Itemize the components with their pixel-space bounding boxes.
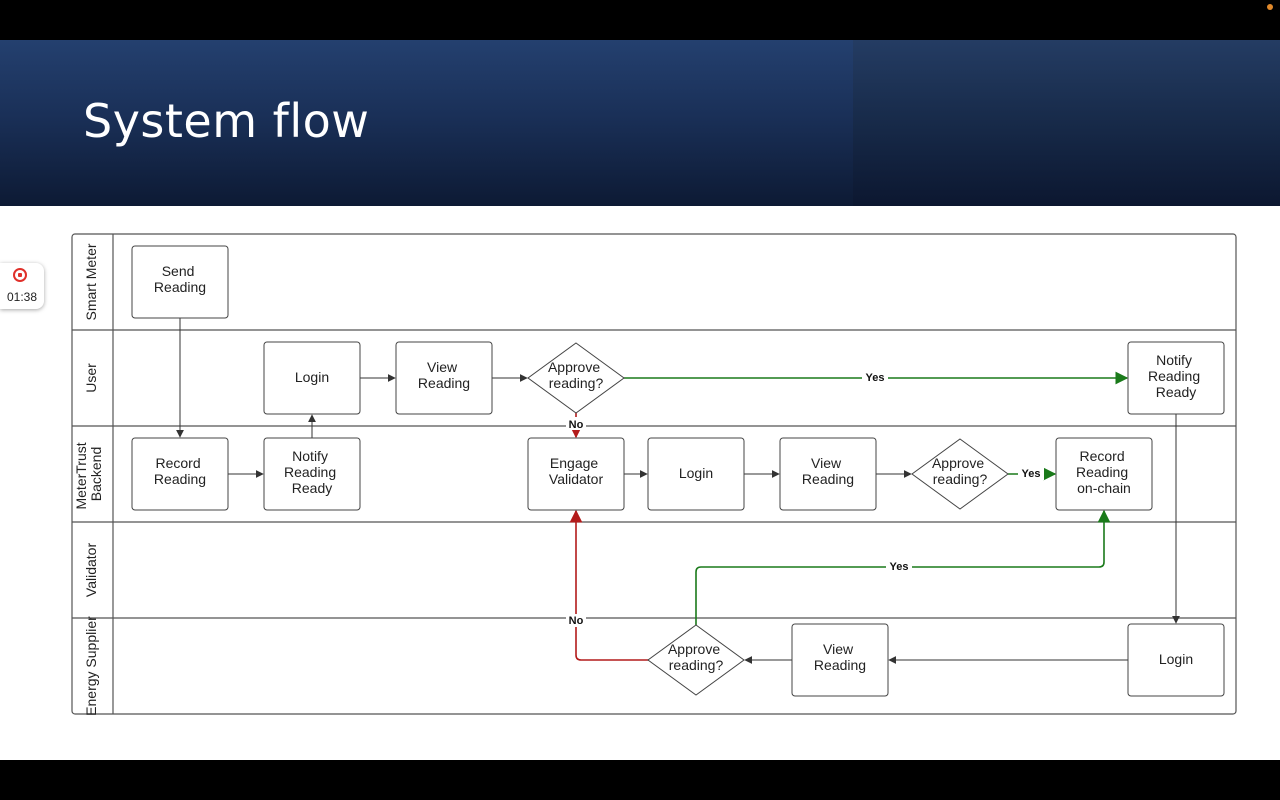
- node-supplier-approve-decision: Approve reading?: [647, 624, 745, 696]
- svg-text:Approve reading?: Approve reading?: [932, 455, 988, 487]
- edge-supplier-no: [569, 509, 649, 661]
- edge-label-backend-yes: Yes: [1022, 468, 1041, 480]
- svg-text:Login: Login: [679, 465, 713, 481]
- recording-timer-widget[interactable]: 01:38: [0, 263, 44, 309]
- nodes: Send Reading Login View Reading Approve: [131, 245, 1225, 697]
- node-backend-approve-decision: Approve reading?: [911, 438, 1009, 510]
- lane-labels: Smart Meter User MeterTrust Backend Vali…: [73, 243, 104, 716]
- edge-label-user-no: No: [569, 419, 584, 431]
- svg-text:Record Reading: Record Reading: [154, 455, 206, 487]
- recording-timer-text: 01:38: [6, 290, 38, 304]
- svg-text:Send Reading: Send Reading: [154, 263, 206, 295]
- svg-text:Approve reading?: Approve reading?: [668, 641, 724, 673]
- svg-text:Login: Login: [295, 369, 329, 385]
- node-backend-notify-reading-ready: Notify Reading Ready: [263, 437, 361, 511]
- recording-indicator-dot: [1267, 4, 1273, 10]
- node-supplier-login: Login: [1127, 623, 1225, 697]
- edge-labels: Yes No Yes Yes No: [566, 371, 1044, 627]
- swimlane-frame: [71, 233, 1237, 715]
- svg-text:Engage Validator: Engage Validator: [549, 455, 604, 487]
- top-black-bar: [0, 0, 1280, 40]
- node-user-login: Login: [263, 341, 361, 415]
- node-user-view-reading: View Reading: [395, 341, 493, 415]
- lane-label-energy-supplier: Energy Supplier: [83, 616, 99, 716]
- lane-label-validator: Validator: [83, 543, 99, 598]
- edge-label-user-yes: Yes: [866, 372, 885, 384]
- node-record-reading: Record Reading: [131, 437, 229, 511]
- node-user-approve-decision: Approve reading?: [527, 342, 625, 414]
- node-backend-view-reading: View Reading: [779, 437, 877, 511]
- node-record-reading-onchain: Record Reading on-chain: [1055, 437, 1153, 511]
- edge-label-supplier-yes: Yes: [890, 561, 909, 573]
- edge-label-supplier-no: No: [569, 615, 584, 627]
- stop-record-icon[interactable]: [13, 268, 27, 282]
- node-engage-validator: Engage Validator: [527, 437, 625, 511]
- lane-label-user: User: [83, 363, 99, 393]
- lane-label-smart-meter: Smart Meter: [83, 243, 99, 320]
- svg-text:Notify Reading: Notify Reading Ready: [284, 448, 340, 496]
- svg-text:View Reading: View Reading: [802, 455, 854, 487]
- node-send-reading: Send Reading: [131, 245, 229, 319]
- swimlane-diagram: Smart Meter User MeterTrust Backend Vali…: [71, 233, 1237, 716]
- slide: System flow Smart Meter User: [0, 40, 1280, 760]
- svg-text:Notify Reading: Notify Reading Ready: [1148, 352, 1204, 400]
- svg-text:Login: Login: [1159, 651, 1193, 667]
- bottom-black-bar: [0, 760, 1280, 800]
- node-user-notify-reading-ready: Notify Reading Ready: [1127, 341, 1225, 415]
- slide-title: System flow: [83, 94, 370, 148]
- svg-text:View Reading: View Reading: [814, 641, 866, 673]
- svg-text:Record Reading: Record Reading on-chain: [1076, 448, 1132, 496]
- slide-header-accent: [853, 40, 1280, 206]
- svg-text:Approve reading?: Approve reading?: [548, 359, 604, 391]
- node-supplier-view-reading: View Reading: [791, 623, 889, 697]
- connectors: [176, 318, 1180, 664]
- node-backend-login: Login: [647, 437, 745, 511]
- lane-label-backend: MeterTrust Backend: [73, 438, 104, 509]
- svg-text:View Reading: View Reading: [418, 359, 470, 391]
